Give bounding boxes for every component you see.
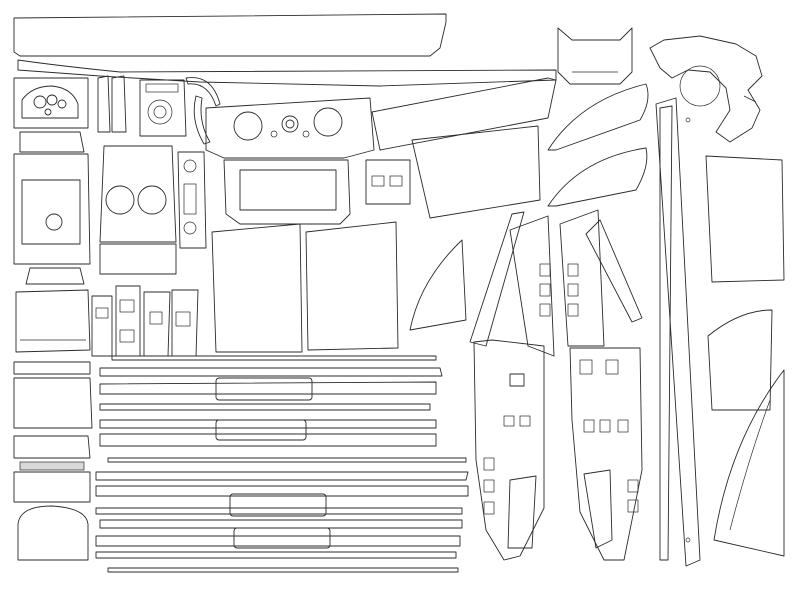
right-bottom-triangle	[713, 369, 785, 557]
upper-dash-trim	[17, 59, 557, 87]
vent-strips	[97, 75, 127, 133]
button-clusters	[91, 285, 199, 357]
dash-gauge-panel	[205, 97, 375, 159]
left-bottom-shell	[17, 505, 89, 561]
curved-trims	[185, 77, 221, 145]
triangle-window	[409, 239, 467, 331]
left-lower-strips	[13, 361, 93, 503]
window-switches	[539, 263, 579, 317]
console-twin-gauge	[99, 145, 177, 275]
mirror-bracket	[557, 27, 633, 85]
armrest-panel-left	[473, 339, 545, 561]
center-console-frame	[223, 159, 351, 225]
radio-panel	[139, 79, 187, 137]
switch-strip	[177, 151, 207, 249]
sill-strips	[95, 355, 469, 573]
switch-block	[365, 159, 411, 205]
seat-back-panel	[13, 131, 91, 265]
vertical-pillar-strips	[655, 97, 701, 567]
dash-right-strip	[371, 77, 557, 151]
top-dash-strip	[13, 13, 447, 57]
armrest-panel-right	[569, 347, 643, 561]
door-triangle-upper	[547, 83, 649, 207]
seat-side-parts	[15, 267, 91, 353]
door-window-left	[211, 221, 399, 353]
screen-panel	[411, 125, 541, 219]
instrument-cluster-bezel	[13, 77, 89, 129]
door-pillars	[469, 209, 643, 357]
right-side-panels	[705, 155, 785, 411]
dial-ring	[649, 35, 763, 143]
